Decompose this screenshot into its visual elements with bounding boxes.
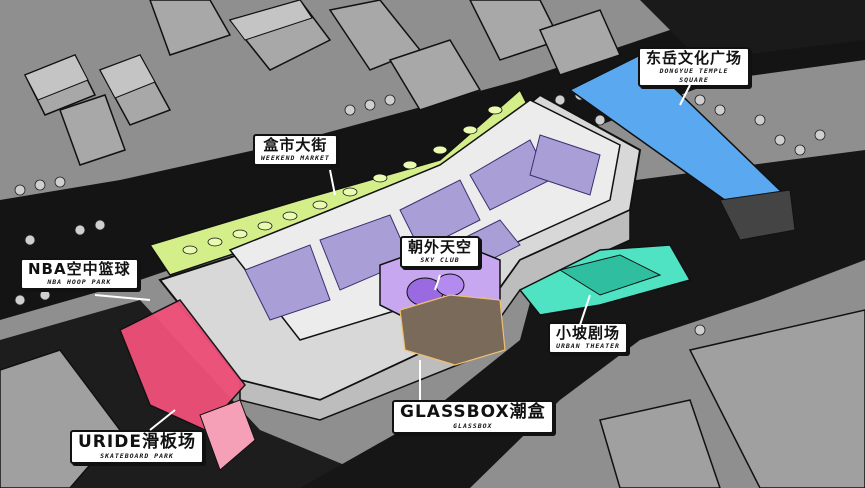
label-glassbox-en: GLASSBOX [453,422,493,430]
callout-sky-club: 朝外天空 SKY CLUB [400,236,481,268]
label-dongyue-zh: 东岳文化广场 [646,49,743,67]
label-nba-en: NBA HOOP PARK [47,278,112,286]
label-glassbox-zh: GLASSBOX潮盒 [400,402,546,422]
label-nba-zh: NBA空中篮球 [28,260,131,278]
label-weekend-market-zh: 盒市大街 [263,136,328,154]
label-dongyue-en2: SQUARE [679,75,709,84]
buildings-north-top [24,0,313,101]
urban-theater-steps [558,254,662,296]
callout-dongyue: 东岳文化广场 DONGYUE TEMPLE SQUARE [638,47,751,87]
callout-urban-theater: 小坡剧场 URBAN THEATER [548,322,629,354]
label-weekend-market-en: WEEKEND MARKET [261,154,330,162]
road-topright [640,0,865,60]
skate-ramp [199,399,256,471]
callout-uride: URIDE滑板场 SKATEBOARD PARK [70,430,204,464]
dongyue-building [719,189,796,241]
callout-weekend-market: 盒市大街 WEEKEND MARKET [253,134,338,166]
label-sky-club-en: SKY CLUB [420,256,460,264]
glassbox-body [399,294,506,366]
label-urban-theater-en: URBAN THEATER [556,342,620,350]
label-urban-theater-zh: 小坡剧场 [556,324,621,342]
sky-club-dome-2 [435,273,465,297]
label-sky-club-zh: 朝外天空 [408,238,473,256]
callout-nba: NBA空中篮球 NBA HOOP PARK [20,258,139,290]
label-dongyue-en1: DONGYUE TEMPLE [659,67,729,75]
label-uride-zh: URIDE滑板场 [78,432,196,452]
market-stalls [182,105,503,255]
callout-glassbox: GLASSBOX潮盒 GLASSBOX [392,400,554,434]
label-uride-en: SKATEBOARD PARK [100,452,174,460]
